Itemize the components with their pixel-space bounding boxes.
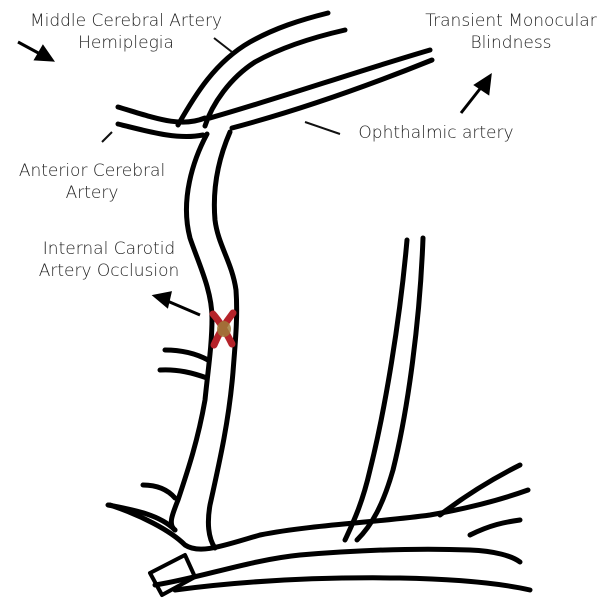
occlusion-x-mark — [213, 313, 233, 345]
side-branch-lower-wall — [160, 370, 207, 378]
ophthalmic-artery-wall-lower — [232, 60, 432, 128]
internal-carotid-artery-occlusion-label: Internal Carotid Artery Occlusion — [24, 238, 194, 282]
mca-label-line1: Middle Cerebral Artery — [14, 10, 238, 32]
anterior-cerebral-artery-wall-lower — [118, 124, 203, 137]
anterior-cerebral-artery-label: Anterior Cerebral Artery — [6, 160, 178, 204]
tmb-label-line1: Transient Monocular — [408, 10, 614, 32]
anterior-cerebral-artery-wall-upper — [118, 107, 205, 122]
lower-left-branch-wall — [143, 485, 175, 498]
transient-monocular-blindness-label: Transient Monocular Blindness — [408, 10, 614, 54]
aca-label-line2: Artery — [6, 182, 178, 204]
ica-label-line2: Artery Occlusion — [24, 260, 194, 282]
ica-label-line1: Internal Carotid — [24, 238, 194, 260]
mca-label-line2: Hemiplegia — [14, 32, 238, 54]
external-carotid-artery-left-wall — [345, 240, 407, 540]
ophthalmic-artery-label: Ophthalmic artery — [346, 122, 526, 144]
aca-label-line1: Anterior Cerebral — [6, 160, 178, 182]
tmb-label-line2: Blindness — [408, 32, 614, 54]
main-trunk-bottom-wall — [175, 578, 530, 590]
arrow-up-right-icon — [461, 76, 490, 113]
right-lower-fork-lower — [470, 520, 520, 535]
ophthalmic-label-line1: Ophthalmic artery — [346, 122, 526, 144]
ophthalmic-artery-wall-upper — [210, 50, 430, 118]
external-carotid-artery-right-wall — [357, 238, 423, 540]
right-lower-fork-upper — [440, 465, 520, 515]
arrow-up-left-icon — [155, 293, 200, 315]
side-branch-upper-wall — [165, 350, 208, 360]
ophthalmic-leader-line — [305, 122, 340, 134]
middle-cerebral-artery-label: Middle Cerebral Artery Hemiplegia — [14, 10, 238, 54]
aca-leader-line — [102, 132, 112, 142]
